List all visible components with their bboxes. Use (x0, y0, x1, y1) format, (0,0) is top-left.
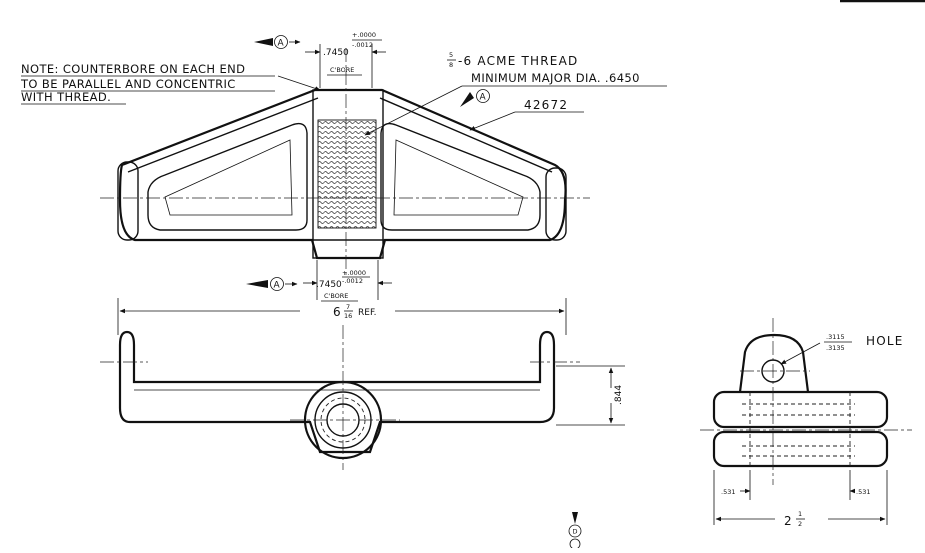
note-line-1: NOTE: COUNTERBORE ON EACH END (21, 62, 245, 76)
part-number-callout: 42672 (469, 98, 584, 131)
hole-lower: .3135 (826, 344, 845, 352)
side-view (700, 318, 912, 485)
counterbore-note: NOTE: COUNTERBORE ON EACH END TO BE PARA… (20, 62, 321, 105)
left-window (147, 122, 308, 231)
svg-text:A: A (278, 39, 285, 49)
top-bore-tol-minus: -.0012 (352, 41, 373, 49)
part-number: 42672 (524, 98, 568, 112)
svg-text:1: 1 (798, 510, 802, 518)
hole-upper: .3115 (826, 333, 845, 341)
side-width-whole: 2 (784, 514, 793, 528)
top-counterbore-dim: .7450 +.0000 -.0012 C'BORE (305, 31, 386, 88)
side-ear (738, 333, 810, 393)
note-leader (277, 75, 321, 91)
svg-text:A: A (480, 93, 487, 103)
front-view (100, 325, 580, 470)
top-bore-tol-plus: +.0000 (352, 31, 376, 39)
height-dim: .844 (556, 365, 625, 426)
front-outline (118, 330, 556, 454)
bottom-bore-tol-minus: -.0012 (342, 277, 363, 285)
svg-text:16: 16 (344, 312, 352, 320)
svg-text:2: 2 (798, 520, 802, 528)
right-end-boss (545, 167, 567, 241)
right-window (380, 122, 541, 231)
length-whole: 6 (333, 305, 342, 319)
section-marker-bottom: A (246, 277, 298, 291)
left-end-boss (117, 161, 139, 241)
side-lower-bar (712, 430, 889, 468)
side-right-dim: .531 (849, 470, 888, 525)
top-view (100, 48, 590, 278)
side-left-value: .531 (721, 488, 735, 496)
side-right-value: .531 (856, 488, 870, 496)
svg-text:5: 5 (449, 51, 453, 59)
svg-text:A: A (274, 281, 281, 291)
svg-text:D: D (573, 528, 578, 536)
side-width-dim: 2 1 2 (715, 510, 886, 528)
svg-text:7: 7 (346, 303, 350, 311)
page-marker: D (568, 512, 582, 550)
section-marker-right: A (460, 89, 490, 107)
svg-text:8: 8 (449, 61, 453, 69)
hole-callout: .3115 .3135 HOLE (780, 333, 904, 365)
thread-spec: -6 ACME THREAD (458, 54, 578, 68)
note-line-2: TO BE PARALLEL AND CONCENTRIC (20, 77, 236, 91)
hole-label: HOLE (866, 334, 904, 348)
bottom-bore-tol-plus: +.0000 (342, 269, 366, 277)
section-marker-top: A (254, 35, 301, 49)
bottom-counterbore-dim: .7450 +.0000 -.0012 C'BORE (303, 260, 392, 302)
side-upper-bar (712, 390, 889, 429)
thread-leader (364, 85, 463, 136)
bottom-bore-label: C'BORE (324, 292, 348, 300)
central-hub (312, 89, 384, 259)
note-line-3: WITH THREAD. (21, 90, 111, 104)
overall-length-dim: 6 7 16 REF. (117, 298, 567, 335)
thread-callout: 5 8 -6 ACME THREAD MINIMUM MAJOR DIA. .6… (364, 51, 667, 136)
length-ref: REF. (358, 308, 377, 318)
top-bore-value: .7450 (323, 48, 349, 58)
top-bore-label: C'BORE (330, 66, 354, 74)
bottom-bore-value: .7450 (316, 280, 342, 290)
height-value: .844 (614, 385, 624, 405)
side-left-dim: .531 (713, 470, 751, 525)
thread-major-dia: MINIMUM MAJOR DIA. .6450 (471, 71, 640, 85)
acme-thread-hatch (317, 119, 377, 229)
